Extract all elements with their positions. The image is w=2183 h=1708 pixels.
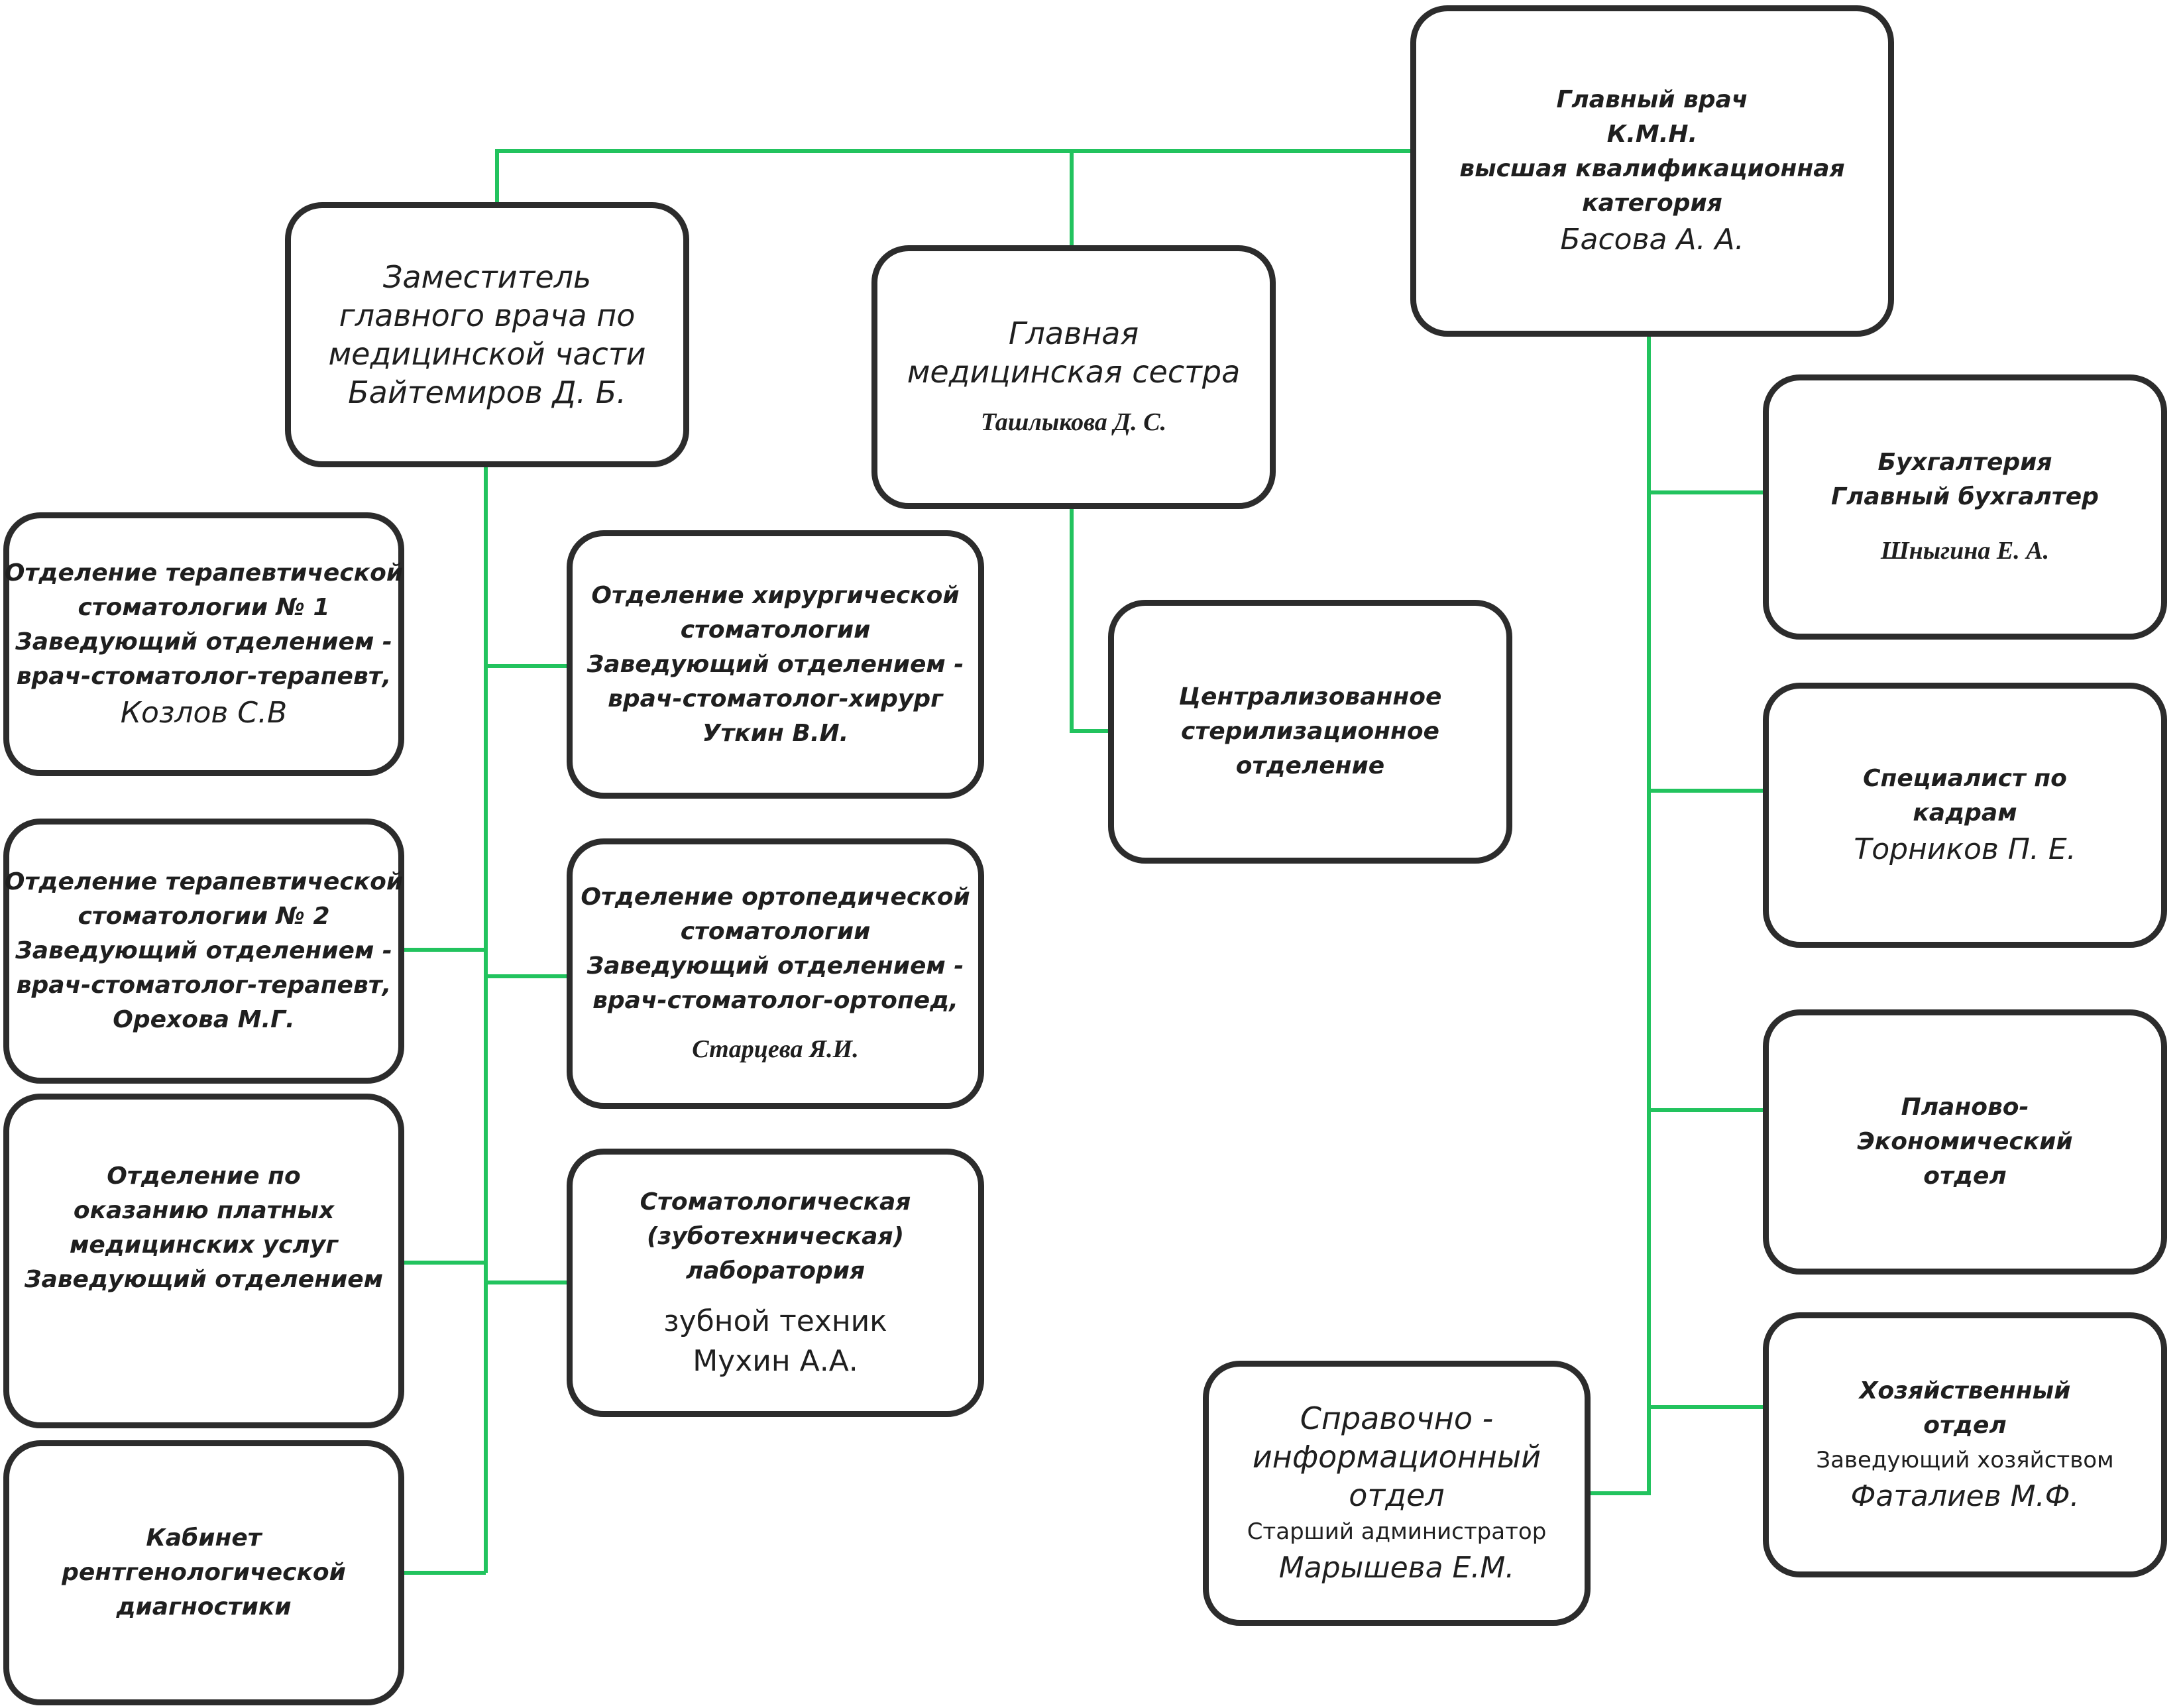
paid-line-4: Заведующий отделением — [24, 1266, 384, 1293]
info-desk-box: Справочно - информационный отдел Старший… — [1203, 1361, 1591, 1626]
lab-line-2: (зуботехническая) — [646, 1222, 905, 1250]
ortho-name: Старцева Я.И. — [692, 1035, 859, 1063]
info-line-1: Справочно - — [1300, 1400, 1494, 1436]
lab-box: Стоматологическая (зуботехническая) лабо… — [567, 1149, 984, 1417]
chief-line-1: Главный врач — [1556, 86, 1748, 113]
planning-line-3: отдел — [1923, 1163, 2007, 1190]
head-nurse-line-1: Главная — [1008, 315, 1139, 351]
accounting-line-2: Главный бухгалтер — [1831, 483, 2099, 510]
accounting-name: Шныгина Е. А. — [1880, 537, 2050, 565]
surgery-line-2: стоматологии — [680, 616, 871, 644]
deputy-name: Байтемиров Д. Б. — [348, 374, 626, 410]
info-name: Марышева Е.М. — [1278, 1551, 1515, 1585]
surgery-line-4: врач-стоматолог-хирург — [608, 685, 943, 712]
surgery-line-3: Заведующий отделением - — [587, 650, 964, 678]
lab-line-1: Стоматологическая — [640, 1188, 911, 1216]
accounting-box: Бухгалтерия Главный бухгалтер Шныгина Е.… — [1763, 374, 2167, 640]
therapy1-line-3: Заведующий отделением - — [15, 628, 392, 655]
therapy2-line-3: Заведующий отделением - — [15, 937, 392, 964]
paid-line-3: медицинских услуг — [69, 1231, 339, 1259]
xray-line-1: Кабинет — [146, 1524, 262, 1552]
deputy-line-2: главного врача по — [339, 298, 636, 333]
therapy1-name: Козлов С.В — [120, 696, 288, 730]
household-name: Фаталиев М.Ф. — [1850, 1479, 2080, 1513]
paid-line-1: Отделение по — [107, 1163, 301, 1190]
therapy2-line-2: стоматологии № 2 — [78, 903, 330, 930]
xray-box: Кабинет рентгенологической диагностики — [3, 1440, 404, 1705]
planning-line-1: Планово- — [1901, 1094, 2029, 1121]
info-line-3: отдел — [1349, 1477, 1445, 1513]
household-role: Заведующий хозяйством — [1816, 1447, 2114, 1473]
planning-line-2: Экономический — [1857, 1128, 2073, 1155]
deputy-box: Заместитель главного врача по медицинско… — [285, 202, 689, 467]
lab-line-3: лаборатория — [685, 1257, 866, 1284]
household-box: Хозяйственный отдел Заведующий хозяйство… — [1763, 1312, 2167, 1577]
lab-name: Мухин А.А. — [693, 1343, 858, 1378]
steril-line-2: стерилизационное — [1181, 718, 1439, 745]
ortho-line-4: врач-стоматолог-ортопед, — [592, 987, 958, 1014]
hr-box: Специалист по кадрам Торников П. Е. — [1763, 683, 2167, 948]
info-role: Старший администратор — [1247, 1518, 1547, 1545]
ortho-line-3: Заведующий отделением - — [587, 952, 964, 980]
chief-line-2: К.М.Н. — [1606, 121, 1698, 148]
household-line-2: отдел — [1923, 1412, 2007, 1439]
paid-line-2: оказанию платных — [73, 1197, 335, 1224]
household-line-1: Хозяйственный — [1859, 1377, 2071, 1404]
therapy1-line-4: врач-стоматолог-терапевт, — [16, 663, 392, 690]
ortho-box: Отделение ортопедической стоматологии За… — [567, 838, 984, 1109]
hr-name: Торников П. Е. — [1854, 832, 2076, 866]
ortho-line-1: Отделение ортопедической — [581, 883, 970, 911]
head-nurse-name: Ташлыкова Д. С. — [980, 408, 1167, 436]
therapy2-line-4: врач-стоматолог-терапевт, — [16, 972, 392, 999]
hr-line-2: кадрам — [1913, 799, 2017, 826]
xray-line-3: диагностики — [116, 1593, 292, 1621]
sterilization-box: Централизованное стерилизационное отделе… — [1108, 600, 1512, 864]
chief-line-3: высшая квалификационная — [1459, 155, 1845, 182]
steril-line-3: отделение — [1235, 752, 1385, 779]
chief-box: Главный врач К.М.Н. высшая квалификацион… — [1410, 5, 1894, 337]
xray-line-2: рентгенологической — [62, 1559, 346, 1586]
paid-services-box: Отделение по оказанию платных медицински… — [3, 1094, 404, 1428]
surgery-line-5: Уткин В.И. — [702, 719, 849, 747]
accounting-line-1: Бухгалтерия — [1877, 449, 2052, 476]
therapy1-line-1: Отделение терапевтической — [4, 559, 404, 587]
surgery-box: Отделение хирургической стоматологии Зав… — [567, 530, 984, 799]
planning-box: Планово- Экономический отдел — [1763, 1009, 2167, 1275]
head-nurse-box: Главная медицинская сестра Ташлыкова Д. … — [871, 245, 1276, 509]
therapy1-box: Отделение терапевтической стоматологии №… — [3, 512, 404, 776]
info-line-2: информационный — [1252, 1439, 1541, 1475]
therapy2-line-1: Отделение терапевтической — [4, 868, 404, 895]
therapy1-line-2: стоматологии № 1 — [78, 594, 330, 621]
deputy-line-3: медицинской части — [328, 336, 646, 372]
lab-role: зубной техник — [663, 1304, 887, 1338]
head-nurse-line-2: медицинская сестра — [907, 354, 1241, 390]
deputy-line-1: Заместитель — [382, 259, 592, 295]
therapy2-box: Отделение терапевтической стоматологии №… — [3, 819, 404, 1084]
ortho-line-2: стоматологии — [680, 918, 871, 945]
chief-line-4: категория — [1582, 190, 1722, 217]
chief-name: Басова А. А. — [1560, 223, 1744, 256]
hr-line-1: Специалист по — [1863, 765, 2067, 792]
steril-line-1: Централизованное — [1178, 683, 1442, 711]
therapy2-line-5: Орехова М.Г. — [113, 1006, 295, 1033]
surgery-line-1: Отделение хирургической — [591, 581, 960, 609]
